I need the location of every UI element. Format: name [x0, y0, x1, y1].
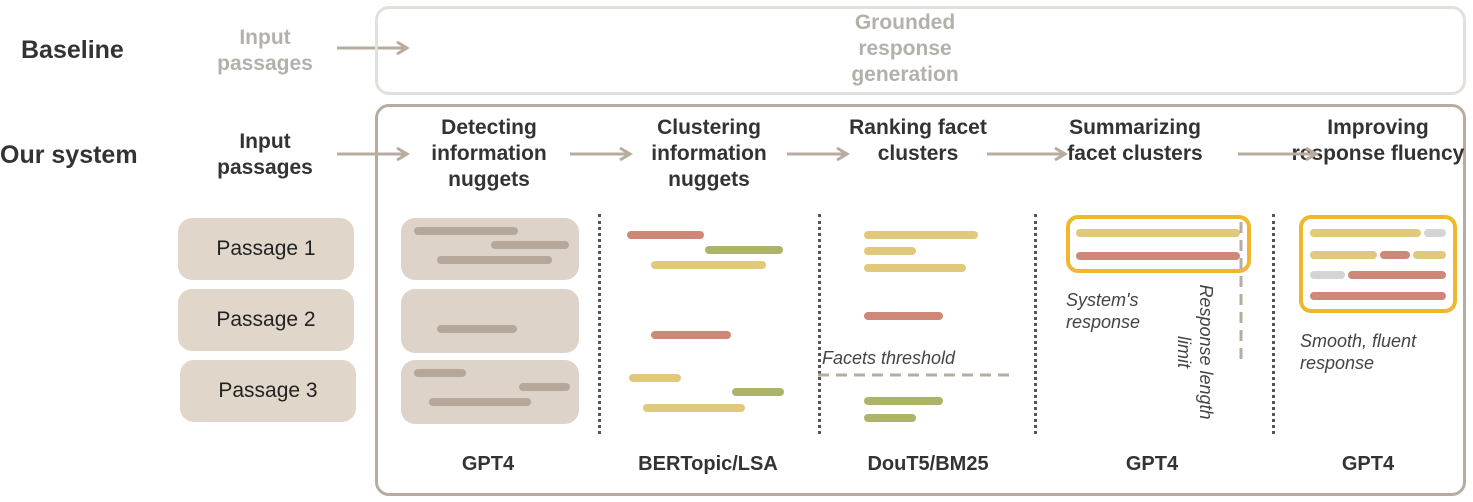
ranked-bar [864, 264, 966, 272]
length-limit-line [1239, 222, 1243, 360]
fluent-bar [1424, 229, 1446, 237]
stage-arrow-3 [987, 146, 1068, 162]
pipeline-frame [375, 104, 1466, 496]
stage-separator-4 [1272, 214, 1275, 434]
system-response-box [1066, 215, 1251, 273]
passage-3: Passage 3 [180, 360, 356, 422]
fluent-bar [1310, 251, 1377, 259]
nugget-bar [414, 369, 466, 377]
nugget-bar [491, 241, 569, 249]
stage-title-improving: Improving response fluency [1291, 116, 1465, 165]
facets-threshold-line [818, 373, 1016, 377]
tool-label-summarizing: GPT4 [1125, 453, 1179, 475]
tool-label-ranking: DouT5/BM25 [867, 453, 989, 475]
baseline-generation-box [375, 6, 1466, 95]
ranked-bar [864, 414, 916, 422]
summary-bar [1076, 229, 1240, 237]
stage-arrow-4 [1238, 146, 1319, 162]
stage-separator-2 [818, 214, 821, 434]
stage-title-ranking: Ranking facet clusters [849, 116, 987, 165]
our-system-label: Our system [0, 141, 138, 169]
tool-label-detecting: GPT4 [461, 453, 515, 475]
fluent-bar [1380, 251, 1410, 259]
smooth-response-label: Smooth, fluent response [1300, 331, 1417, 373]
ranked-bar [864, 397, 943, 405]
ranked-bar [864, 247, 916, 255]
nugget-bar [414, 227, 518, 235]
passage-1: Passage 1 [178, 218, 354, 280]
stage-separator-3 [1034, 214, 1037, 434]
fluent-bar [1348, 271, 1446, 279]
nugget-bar [519, 383, 570, 391]
stage-arrow-2 [787, 146, 850, 162]
stage-title-detecting: Detecting information nuggets [431, 116, 547, 191]
stage-title-clustering: Clustering information nuggets [651, 116, 767, 191]
nugget-bar [437, 256, 552, 264]
nugget-box-2 [401, 289, 579, 353]
nugget-bar [429, 398, 531, 406]
fluent-bar [1413, 251, 1446, 259]
baseline-label: Baseline [21, 36, 124, 64]
cluster-bar [705, 246, 783, 254]
baseline-input-label: Input passages [217, 26, 313, 75]
cluster-bar [627, 231, 704, 239]
stage-separator-1 [598, 214, 601, 434]
fluent-bar [1310, 292, 1446, 300]
summary-bar [1076, 252, 1240, 260]
tool-label-clustering: BERTopic/LSA [638, 453, 778, 475]
fluent-bar [1310, 271, 1345, 279]
length-limit-label: Response length limit [1174, 284, 1216, 420]
stage-title-summarizing: Summarizing facet clusters [1067, 116, 1203, 165]
cluster-bar [643, 404, 745, 412]
facets-threshold-label: Facets threshold [822, 348, 956, 368]
tool-label-improving: GPT4 [1341, 453, 1395, 475]
cluster-bar [651, 261, 766, 269]
fluent-bar [1310, 229, 1421, 237]
cluster-bar [732, 388, 784, 396]
system-input-arrow [337, 146, 410, 162]
baseline-arrow [337, 40, 410, 56]
cluster-bar [651, 331, 731, 339]
cluster-bar [629, 374, 681, 382]
ranked-bar [864, 231, 978, 239]
systems-response-label: System's response [1066, 290, 1141, 332]
stage-arrow-1 [570, 146, 633, 162]
fluent-response-box [1299, 215, 1457, 313]
baseline-output-label: Grounded response generation [851, 11, 959, 86]
system-input-label: Input passages [217, 130, 313, 179]
passage-2: Passage 2 [178, 289, 354, 351]
ranked-bar [864, 312, 943, 320]
nugget-bar [437, 325, 517, 333]
